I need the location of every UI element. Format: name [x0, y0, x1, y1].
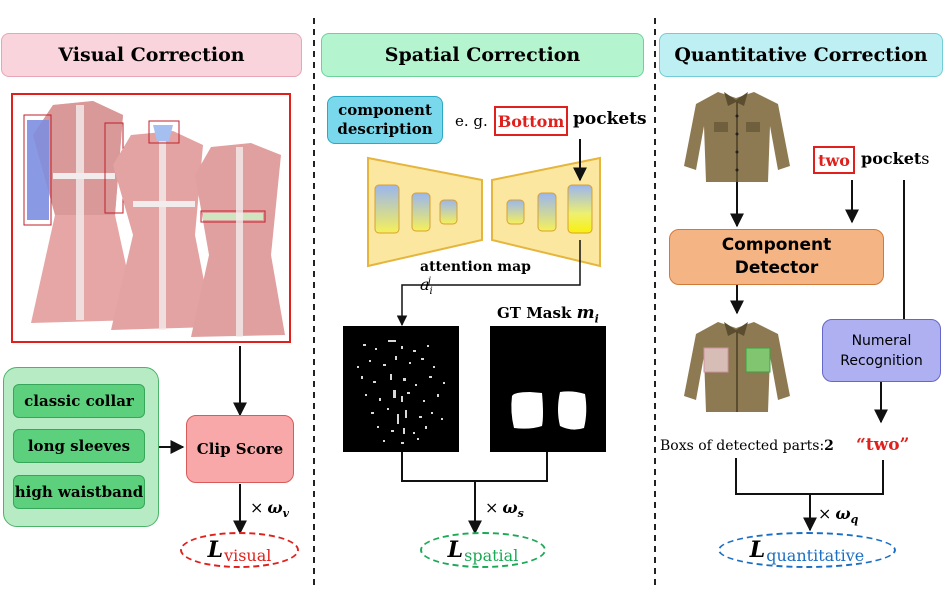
bottom-highlight: Bottom [494, 106, 568, 136]
detected-box-right [745, 347, 771, 373]
attention-map-label: attention map aij [420, 259, 531, 298]
gt-mask-label: GT Mask mi [497, 303, 599, 326]
quantitative-weight: ×ωq [818, 504, 859, 527]
recognized-number: “two” [856, 435, 910, 455]
visual-correction-title: Visual Correction [58, 44, 245, 66]
dress-1 [23, 101, 138, 323]
detected-parts-label: Boxs of detected parts:2 [660, 438, 834, 454]
visual-correction-header: Visual Correction [1, 33, 302, 77]
attention-map-image [343, 326, 459, 452]
attribute-chip: long sleeves [13, 429, 145, 463]
dress-3 [191, 143, 285, 337]
dress-image-frame [11, 93, 291, 343]
attribute-chip: high waistband [13, 475, 145, 509]
component-description-box: component description [327, 96, 443, 144]
pockets-word: pockets [573, 109, 647, 129]
clip-score-box: Clip Score [186, 415, 294, 483]
count-word-highlight: two [813, 146, 855, 174]
pockets-prompt: pockets [861, 149, 930, 168]
dresses-image [23, 101, 285, 337]
spatial-correction-title: Spatial Correction [384, 44, 581, 66]
spatial-weight: ×ωs [485, 498, 524, 521]
dress-2 [111, 120, 213, 330]
detected-box-left [703, 347, 729, 373]
visual-weight: ×ωv [250, 498, 290, 521]
gt-mask-image [490, 326, 606, 452]
shirt-image [678, 86, 796, 182]
quantitative-correction-title: Quantitative Correction [674, 44, 928, 66]
example-label: e. g. [455, 112, 488, 130]
numeral-recognition-box: Numeral Recognition [822, 319, 941, 382]
quantitative-correction-header: Quantitative Correction [659, 33, 943, 77]
spatial-correction-header: Spatial Correction [321, 33, 644, 77]
attribute-chip: classic collar [13, 384, 145, 418]
detected-shirt-image [678, 316, 796, 412]
component-detector-box: Component Detector [669, 229, 884, 285]
